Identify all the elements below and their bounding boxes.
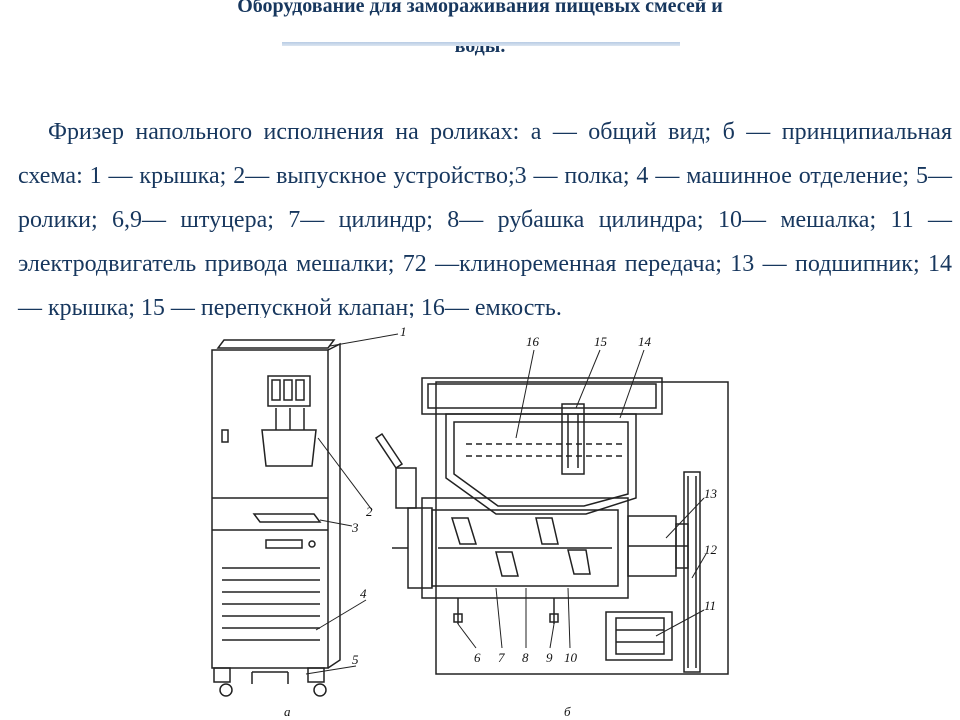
- caption-b: б: [564, 704, 571, 719]
- title-line-2: воды.: [454, 35, 506, 57]
- label-8: 8: [522, 650, 529, 665]
- label-1: 1: [400, 324, 407, 339]
- freezer-drawing: 1 2 3 4 5 6 7 8 9 10 11 12 13 14 15 16 а…: [211, 324, 729, 719]
- label-14: 14: [638, 334, 652, 349]
- label-7: 7: [498, 650, 505, 665]
- description-text: Фризер напольного исполнения на роликах:…: [18, 110, 952, 330]
- schematic-diagram: [374, 377, 729, 675]
- label-15: 15: [594, 334, 608, 349]
- label-9: 9: [546, 650, 553, 665]
- label-2: 2: [366, 504, 373, 519]
- general-view-machine: [211, 339, 341, 697]
- title-line-1: Оборудование для замораживания пищевых с…: [237, 0, 723, 17]
- label-5: 5: [352, 652, 359, 667]
- caption-a: а: [284, 704, 291, 719]
- label-13: 13: [704, 486, 718, 501]
- label-4: 4: [360, 586, 367, 601]
- label-11: 11: [704, 598, 716, 613]
- description-paragraph: Фризер напольного исполнения на роликах:…: [18, 119, 952, 321]
- freezer-illustration: 1 2 3 4 5 6 7 8 9 10 11 12 13 14 15 16 а…: [196, 318, 736, 720]
- title-underline: [282, 42, 680, 46]
- label-6: 6: [474, 650, 481, 665]
- label-16: 16: [526, 334, 540, 349]
- label-12: 12: [704, 542, 718, 557]
- label-3: 3: [351, 520, 359, 535]
- leader-lines: [305, 333, 707, 675]
- label-10: 10: [564, 650, 578, 665]
- slide-title: Оборудование для замораживания пищевых с…: [0, 0, 960, 66]
